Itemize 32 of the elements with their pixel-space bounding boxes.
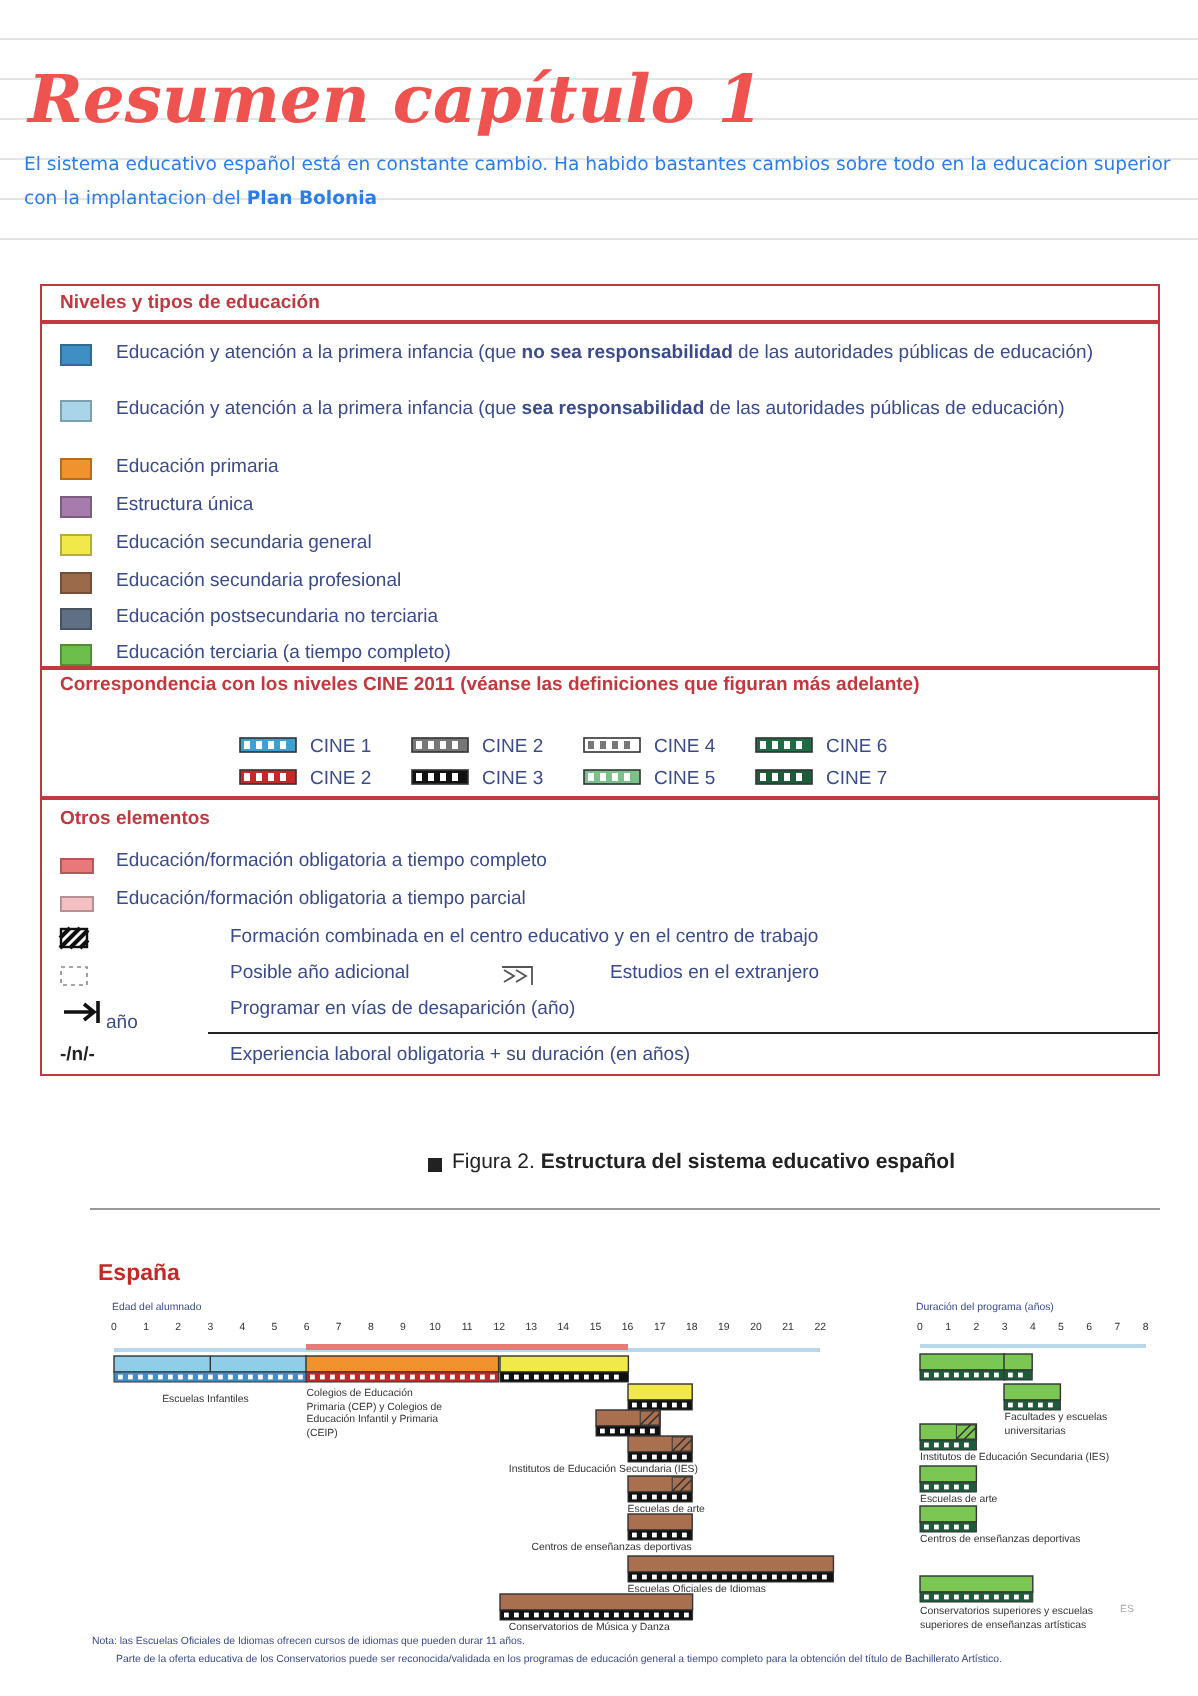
legend-text: Formación combinada en el centro educativo y en el centro de trabajo bbox=[230, 924, 819, 950]
subscript-text: año bbox=[106, 1010, 138, 1036]
legend-text: CINE 2 bbox=[310, 766, 372, 792]
legend-text: CINE 6 bbox=[826, 734, 888, 760]
legend-text: Estudios en el extranjero bbox=[610, 960, 820, 986]
figure-caption: Figura 2. Estructura del sistema educativo español bbox=[452, 1150, 956, 1174]
legend-text: CINE 1 bbox=[310, 734, 372, 760]
chart-heading: España bbox=[98, 1262, 180, 1286]
legend-text: Posible año adicional bbox=[230, 960, 410, 986]
title: Resumen capítulo 1 bbox=[28, 58, 764, 142]
section-heading: Niveles y tipos de educación bbox=[60, 292, 320, 314]
section-heading: Otros elementos bbox=[60, 808, 210, 830]
legend-text: Educación/formación obligatoria a tiempo completo bbox=[116, 848, 547, 874]
legend-text: CINE 2 bbox=[482, 734, 544, 760]
legend-text: Educación secundaria general bbox=[116, 530, 374, 556]
legend-text: Educación y atención a la primera infancia (que sea responsabilidad de las autoridades públicas de educación) bbox=[116, 396, 1067, 422]
legend-text: Educación/formación obligatoria a tiempo parcial bbox=[116, 886, 526, 912]
legend-text: CINE 3 bbox=[482, 766, 544, 792]
legend-text: Educación terciaria (a tiempo completo) bbox=[116, 640, 453, 666]
legend-text: CINE 5 bbox=[654, 766, 716, 792]
intro-paragraph: El sistema educativo español está en constante cambio. Ha habido bastantes cambios sobre todo en la educacion superior con la implantacion del Plan Bolonia bbox=[24, 152, 1173, 214]
legend-text: Programar en vías de desaparición (año) bbox=[230, 996, 576, 1022]
legend-text: Estructura única bbox=[116, 492, 256, 518]
legend-text: Educación secundaria profesional bbox=[116, 568, 404, 594]
legend-text: CINE 7 bbox=[826, 766, 888, 792]
legend-text: Experiencia laboral obligatoria + su duración (en años) bbox=[230, 1042, 690, 1068]
symbol-text: -/n/- bbox=[60, 1042, 95, 1068]
section-heading: Correspondencia con los niveles CINE 2011 (véanse las definiciones que figuran más adelante) bbox=[60, 674, 920, 696]
legend-text: Educación y atención a la primera infancia (que no sea responsabilidad de las autoridades públicas de educación) bbox=[116, 340, 1095, 366]
legend-text: CINE 4 bbox=[654, 734, 716, 760]
legend-text: Educación postsecundaria no terciaria bbox=[116, 604, 441, 630]
legend-text: Educación primaria bbox=[116, 454, 281, 480]
